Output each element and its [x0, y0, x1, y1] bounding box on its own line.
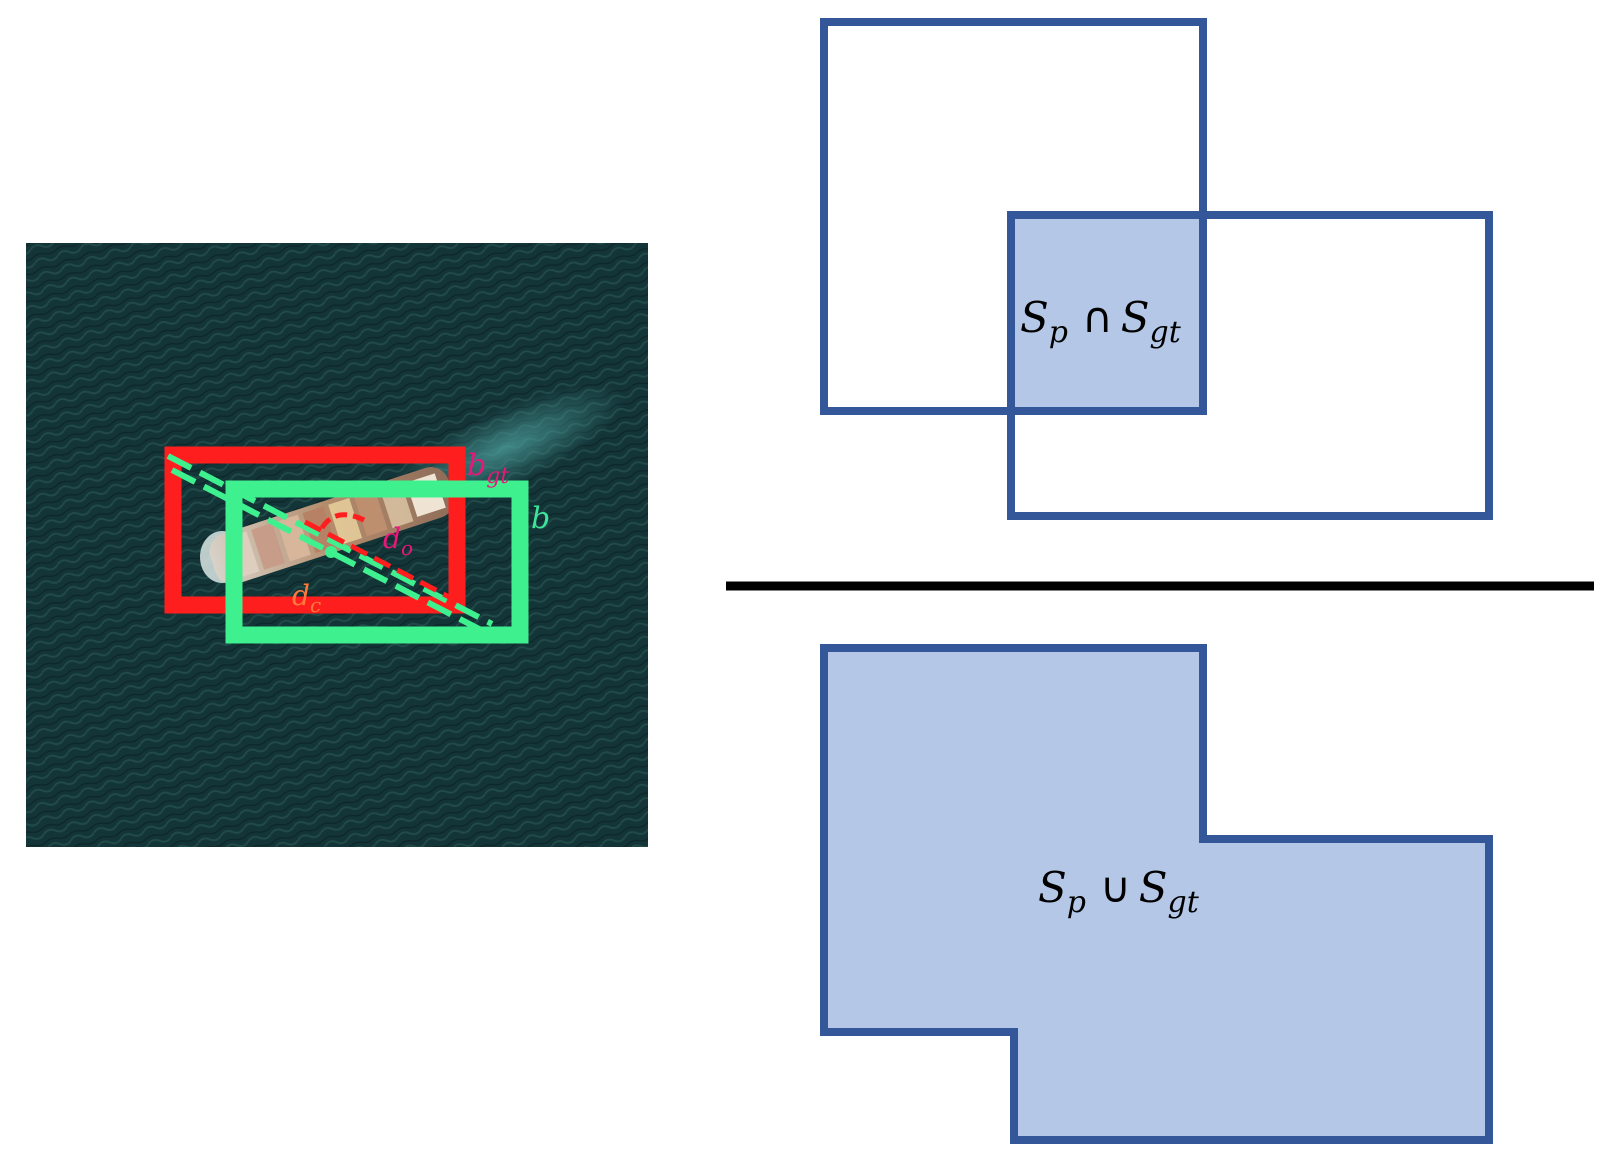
- union-label: Sp∪Sgt: [1038, 863, 1200, 920]
- diagonal-dc-line-2: [170, 467, 487, 635]
- diagonal-dc-line-1: [166, 453, 494, 627]
- angle-arc: [319, 512, 370, 530]
- predicted-center: [325, 546, 337, 558]
- union-diagram: Sp∪Sgt: [820, 644, 1493, 1144]
- intersection-label: Sp∩Sgt: [1020, 293, 1182, 350]
- box-sgt-top: [1007, 211, 1493, 520]
- intersection-diagram: Sp∩Sgt: [820, 18, 1493, 520]
- label-b-gt: bgt: [467, 448, 509, 489]
- label-d-c: dc: [292, 579, 321, 617]
- label-d-o: do: [383, 522, 413, 560]
- ground-truth-box: [164, 446, 466, 614]
- satellite-image-panel: bgt b do dc: [26, 243, 648, 847]
- label-b: b: [531, 501, 550, 536]
- intersection-area: [1011, 215, 1203, 411]
- predicted-box: [225, 480, 529, 644]
- union-area: [820, 644, 1493, 1144]
- center-distance-do-line: [303, 519, 457, 603]
